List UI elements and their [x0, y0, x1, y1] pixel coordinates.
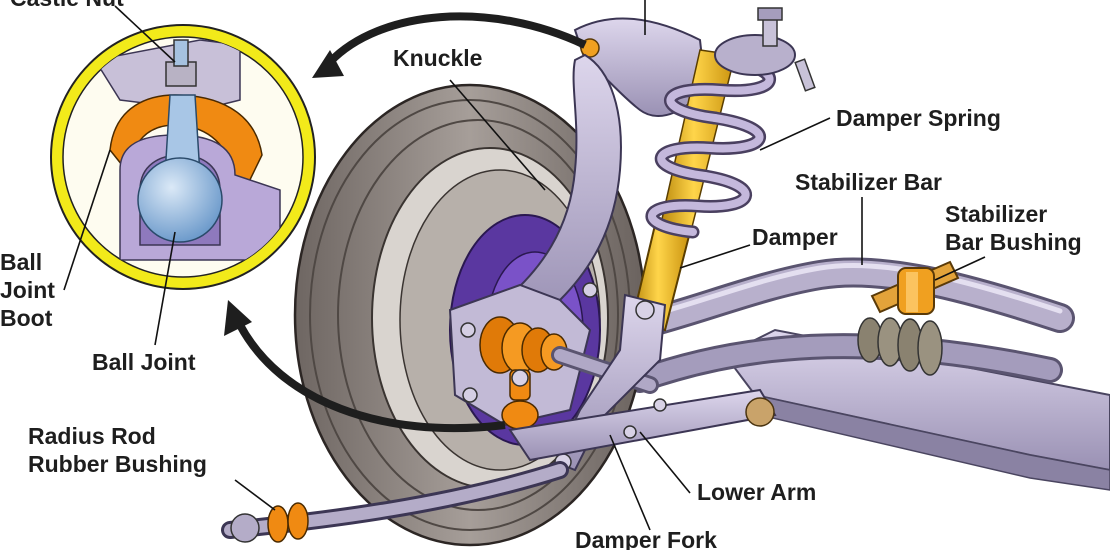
- labels: Castle Nut Knuckle Damper Spring Stabili…: [0, 0, 1082, 550]
- arrow-to-upper-joint: [312, 12, 587, 78]
- rack-boot: [857, 317, 943, 376]
- label-stabilizer-bar-bushing-line1: Stabilizer: [945, 201, 1047, 227]
- label-ball-joint-boot-line1: Ball: [0, 249, 42, 275]
- label-stabilizer-bar-bushing-line2: Bar Bushing: [945, 229, 1082, 255]
- label-stabilizer-bar: Stabilizer Bar: [795, 169, 942, 195]
- stabilizer-bar-bushing: [870, 260, 960, 315]
- radius-rod-rubber-bushing: [267, 502, 309, 543]
- label-lower-arm: Lower Arm: [697, 479, 816, 505]
- radius-rod: [221, 461, 569, 543]
- label-ball-joint: Ball Joint: [92, 349, 196, 375]
- label-ball-joint-boot-line3: Boot: [0, 305, 53, 331]
- label-castle-nut: Castle Nut: [10, 0, 124, 11]
- stabilizer-bar: [625, 257, 1075, 340]
- leader-lines: [63, 0, 986, 531]
- lower-ball-joint: [501, 369, 539, 430]
- label-damper-spring: Damper Spring: [836, 105, 1001, 131]
- label-damper: Damper: [752, 224, 838, 250]
- label-knuckle: Knuckle: [393, 45, 482, 71]
- label-ball-joint-boot-line2: Joint: [0, 277, 55, 303]
- label-radius-rod-bushing-line1: Radius Rod: [28, 423, 156, 449]
- label-damper-fork: Damper Fork: [575, 527, 717, 550]
- tie-rod: [627, 317, 1063, 393]
- lower-arm: [508, 388, 777, 462]
- arrow-to-lower-joint: [224, 300, 506, 433]
- label-radius-rod-bushing-line2: Rubber Bushing: [28, 451, 207, 477]
- damper-spring: [645, 7, 816, 239]
- ball-joint-inset: [50, 24, 316, 290]
